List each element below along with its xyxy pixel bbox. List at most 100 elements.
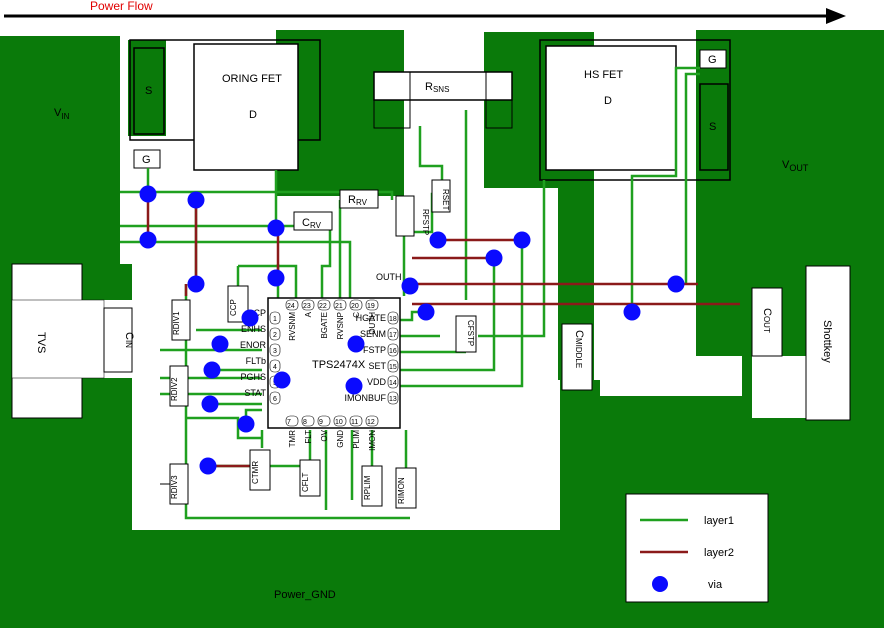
ic-pin-number: 21 [335,303,343,310]
ic-pin-label: PLIM [352,430,361,449]
ic-pin-number: 11 [351,419,358,426]
rfstp-label: RFSTP [421,209,430,235]
via [513,231,531,249]
via [345,377,363,395]
cin-label: CIN [123,332,135,348]
rimon-label: RIMON [397,477,406,504]
power-flow-title: Power Flow [90,0,153,13]
via [187,275,205,293]
legend-layer1-label: layer1 [704,515,734,527]
ic-pin-label: FSTP [363,345,386,355]
cout-label: COUT [761,308,773,333]
ic-pin-6 [269,391,281,405]
ic-pin-number: 13 [389,396,397,403]
ic-pin-number: 12 [367,419,375,426]
rsns-label: RSNS [425,81,449,94]
hs-fet-gate [699,49,727,69]
ic-pin-8 [301,415,315,427]
ic-pin-label: FLTb [246,356,266,366]
legend-via-label: via [708,579,723,591]
via [401,277,419,295]
legend-box [625,493,769,603]
via [417,303,435,321]
cflt-body [299,459,321,497]
ic-pin-number: 16 [389,348,397,355]
board-white-area-2 [160,418,560,530]
ic-pin-label: RVSNM [288,312,297,341]
ic-pin-label: BGATE [320,312,329,339]
ic-pin-18 [387,311,399,325]
via [347,335,365,353]
cfstp-body [455,315,477,353]
ic-pin-label: RVSNP [336,312,345,339]
ic-pin-9 [317,415,331,427]
ccp-body [227,285,249,323]
ic-pin-label: TMR [288,430,297,448]
cmiddle-body [561,323,593,391]
ic-pin-number: 15 [389,364,397,371]
ic-pin-4 [269,359,281,373]
ic-pin-number: 20 [351,303,359,310]
ic-pin-label: FLT [304,430,313,444]
ic-pin-label: VDD [367,377,387,387]
via [203,361,221,379]
via [623,303,641,321]
vout-copper [484,30,884,420]
hs-fet-drain: D [604,95,612,107]
ic-pin-10 [333,415,347,427]
rimon-body [395,467,417,509]
ic-pin-label: SENM [360,329,386,339]
via [485,249,503,267]
rdiv2-body [169,365,189,407]
rdiv1-label: RDIV1 [172,311,181,335]
vias [139,185,685,475]
ic-pin-label: ENHS [241,324,266,334]
hs-fet-gate-label: G [708,54,717,66]
tvs-strip [11,299,105,379]
ic-pin-number: 2 [273,332,277,339]
via [139,185,157,203]
ic-pin-number: 8 [303,419,307,426]
rsns-left-pad [373,71,411,129]
hs-fet-outline [539,39,731,181]
via [237,415,255,433]
oring-fet-gate-label: G [142,154,151,166]
oring-fet-body [193,43,299,171]
rset-body [431,179,451,213]
ic-pin-label: STAT [244,388,266,398]
ic-pin-label: ENOR [240,340,267,350]
ic-pin-label: IMON [368,430,377,451]
rdiv3-label: RDIV3 [170,475,179,499]
schottky-label: Shottkey [821,320,833,363]
ic-pin-number: 1 [273,316,277,323]
rset-label: RSET [441,189,450,210]
layer1-traces [120,66,700,520]
ic-pin-number: 4 [273,364,277,371]
cmiddle-label: CMIDDLE [573,330,585,368]
ic-pin-19 [365,299,379,311]
ic-pin-22 [317,299,331,311]
tvs-label: TVS [35,332,47,353]
ic-pin-24 [285,299,299,311]
crv-body [293,211,333,231]
ic-pin-number: 10 [335,419,343,426]
cout-body [751,287,783,357]
power-flow-arrowhead [826,8,846,24]
rplim-label: RPLIM [363,475,372,500]
ic-pin-label: SET [368,361,386,371]
rrv-body [339,189,379,209]
ic-pin-14 [387,375,399,389]
ic-pin-3 [269,343,281,357]
oring-fet-source-pad [133,47,165,135]
cfstp-label: CFSTP [466,320,475,346]
vout-label: VOUT [782,159,809,173]
ctmr-label: CTMR [251,461,260,484]
ic-pins: 1CP2ENHS3ENOR4FLTb5PGHS6STAT18HGATE17SEN… [240,272,402,451]
ic-pin-label: IMONBUF [345,393,387,403]
rsns-right-pad [485,71,513,129]
ic-pin-15 [387,359,399,373]
via [187,191,205,209]
ic-pin-label: A [304,311,313,317]
ctmr-body [249,449,271,491]
